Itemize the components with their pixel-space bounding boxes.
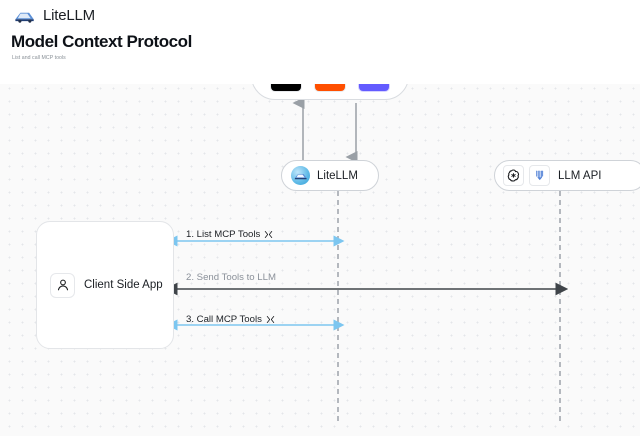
page-header: LiteLLM Model Context Protocol List and … bbox=[0, 0, 640, 84]
anthropic-icon bbox=[529, 165, 550, 186]
edge-label-list-mcp-tools: 1. List MCP Tools bbox=[186, 229, 273, 240]
page-title: Model Context Protocol bbox=[11, 32, 192, 51]
litellm-truck-logo-icon bbox=[15, 12, 34, 23]
litellm-avatar-icon bbox=[291, 166, 310, 185]
litellm-node[interactable]: LiteLLM bbox=[281, 160, 379, 191]
tools-icon bbox=[265, 231, 273, 238]
client-side-app-label: Client Side App bbox=[84, 279, 163, 291]
anthropic-glyph bbox=[536, 170, 544, 181]
tools-icon bbox=[266, 316, 275, 323]
brand[interactable]: LiteLLM bbox=[14, 7, 95, 24]
page-subtitle: List and call MCP tools bbox=[12, 55, 66, 61]
litellm-node-label: LiteLLM bbox=[317, 169, 358, 182]
llm-api-node-label: LLM API bbox=[558, 169, 602, 182]
truck-glyph bbox=[294, 173, 307, 179]
edge-label-call-mcp-tools: 3. Call MCP Tools bbox=[186, 314, 275, 325]
edge-1-text: 1. List MCP Tools bbox=[186, 229, 261, 240]
edge-label-send-tools-to-llm: 2. Send Tools to LLM bbox=[186, 272, 276, 283]
edge-3-text: 3. Call MCP Tools bbox=[186, 314, 262, 325]
user-icon bbox=[50, 272, 75, 298]
openai-icon bbox=[503, 165, 524, 186]
client-side-app-node[interactable]: Client Side App bbox=[36, 221, 174, 349]
edge-2-text: 2. Send Tools to LLM bbox=[186, 272, 276, 283]
user-glyph bbox=[57, 279, 68, 291]
llm-api-node[interactable]: LLM API bbox=[494, 160, 640, 191]
brand-name: LiteLLM bbox=[43, 7, 95, 24]
openai-flower-glyph bbox=[507, 169, 520, 182]
